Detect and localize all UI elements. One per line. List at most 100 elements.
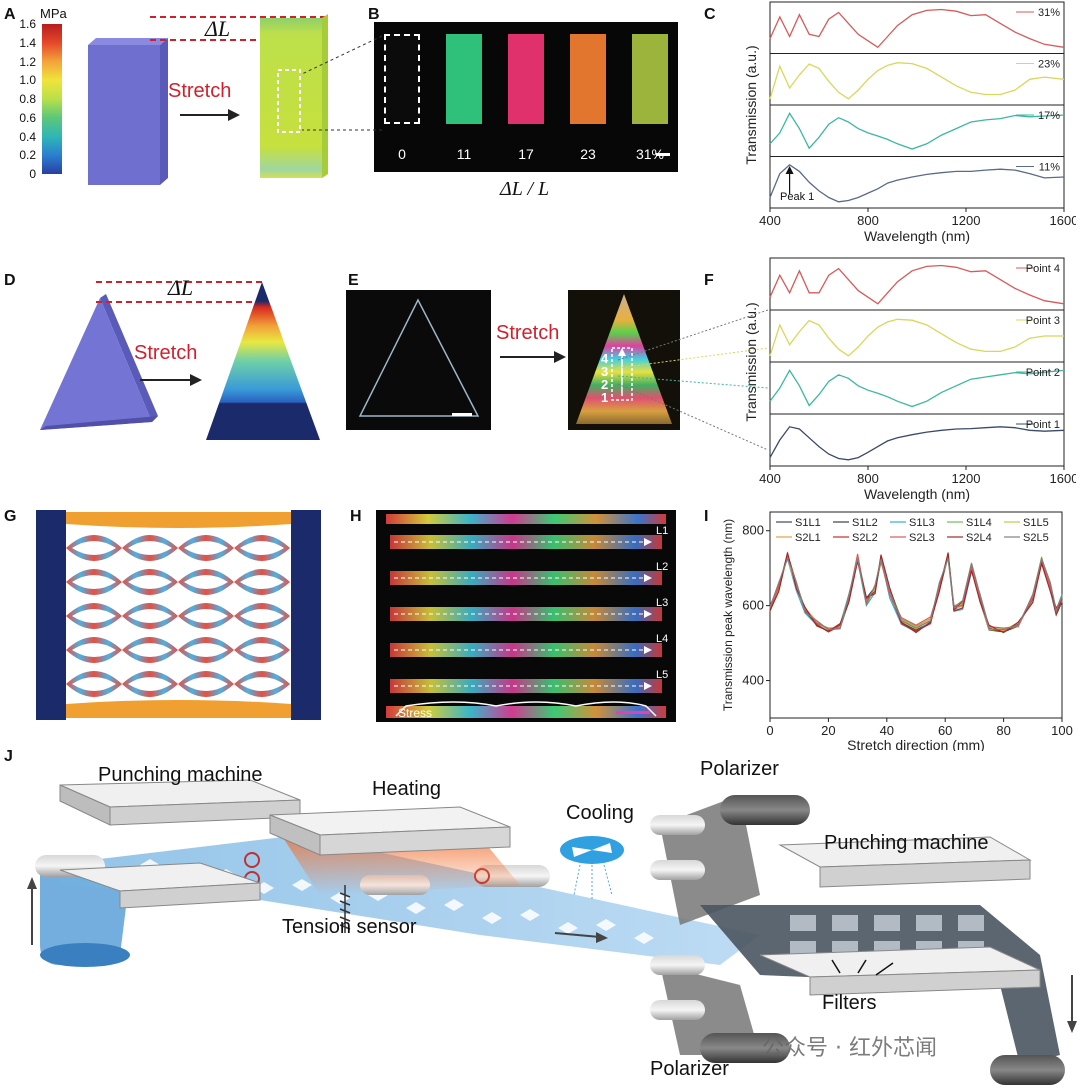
x-tick-label: 100 bbox=[1051, 723, 1073, 738]
stretch-arrowhead-d bbox=[190, 374, 202, 386]
lattice-hole bbox=[72, 677, 116, 691]
stress-curve bbox=[395, 701, 657, 717]
y-axis-label: Transmission (a.u.) bbox=[743, 45, 759, 164]
right-clamp bbox=[291, 510, 321, 720]
polarizer-bottom-roller-2 bbox=[650, 1000, 705, 1020]
series-line bbox=[769, 426, 1065, 461]
label-polarizer-top: Polarizer bbox=[700, 758, 779, 780]
legend-label: 31% bbox=[1038, 7, 1060, 19]
legend-label: Point 4 bbox=[1026, 263, 1060, 275]
filter-cutout bbox=[916, 915, 942, 931]
scan-line-label: L2 bbox=[656, 561, 669, 573]
web-cutout bbox=[558, 922, 578, 934]
filter-cutout bbox=[958, 915, 984, 931]
scan-line-label: L1 bbox=[656, 525, 669, 537]
legend-label: S1L4 bbox=[966, 517, 992, 529]
stretch-label-d: Stretch bbox=[134, 342, 198, 364]
x-tick-label: 20 bbox=[821, 723, 835, 738]
stress-label: Stress bbox=[398, 706, 433, 720]
scale-bar-b bbox=[656, 153, 670, 156]
triangle-block bbox=[40, 298, 152, 430]
y-tick-label: 600 bbox=[742, 598, 764, 613]
x-tick-label: 800 bbox=[857, 471, 879, 486]
legend-label: Point 3 bbox=[1026, 315, 1060, 327]
stretch-arrow-e bbox=[500, 351, 566, 363]
scan-arrowhead bbox=[644, 610, 652, 618]
series-line bbox=[769, 111, 1065, 150]
x-tick-label: 40 bbox=[880, 723, 894, 738]
lattice-hole bbox=[240, 609, 284, 623]
polarizer-top-roll bbox=[720, 795, 810, 825]
roll-to-roll-schematic bbox=[27, 779, 1077, 1085]
y-axis-label: Transmission (a.u.) bbox=[743, 302, 759, 421]
x-axis-label: Wavelength (nm) bbox=[864, 228, 970, 244]
unstretched-block-top bbox=[88, 38, 168, 45]
stress-colorbar bbox=[42, 24, 62, 174]
web-cutout bbox=[520, 909, 540, 921]
strain-label: 11 bbox=[456, 146, 472, 162]
series-line bbox=[769, 556, 1063, 631]
strain-label: 0 bbox=[398, 146, 406, 162]
y-tick-label: 800 bbox=[742, 523, 764, 538]
delta-l-label-d: ΔL bbox=[168, 275, 194, 300]
lattice-hole bbox=[128, 677, 172, 691]
series-line bbox=[769, 264, 1065, 305]
colorbar-tick: 1.2 bbox=[19, 54, 36, 69]
series-line bbox=[769, 369, 1065, 408]
delta-l-label-a: ΔL bbox=[205, 16, 231, 41]
legend-label: S2L1 bbox=[795, 532, 821, 544]
triangle-outline bbox=[358, 298, 480, 417]
x-tick-label: 1600 bbox=[1050, 213, 1076, 228]
unstretched-block-side bbox=[160, 38, 168, 185]
stretch-arrowhead bbox=[228, 109, 240, 121]
lattice-photo-overlay bbox=[386, 514, 666, 718]
series-line bbox=[769, 8, 1065, 49]
panel-label-h: H bbox=[350, 508, 362, 525]
legend-label: S2L3 bbox=[909, 532, 935, 544]
colorbar-tick: 0.8 bbox=[19, 92, 36, 106]
x-tick-label: 80 bbox=[996, 723, 1010, 738]
stretched-triangle bbox=[206, 282, 320, 440]
birefringence-band bbox=[390, 607, 662, 621]
x-tick-label: 1200 bbox=[952, 213, 981, 228]
web-cutout bbox=[634, 932, 654, 944]
lattice-hole bbox=[72, 575, 116, 589]
lattice-hole bbox=[128, 575, 172, 589]
web-cutout bbox=[292, 879, 312, 891]
bottom-beam bbox=[66, 700, 291, 718]
triangle-block-edge bbox=[40, 416, 158, 430]
scan-arrowhead bbox=[644, 646, 652, 654]
series-line bbox=[769, 62, 1065, 100]
polarizer-top-roller-2 bbox=[650, 860, 705, 880]
color-swatch bbox=[570, 34, 606, 124]
polarizer-bottom-film bbox=[660, 965, 760, 1055]
cooling-streams bbox=[573, 864, 613, 900]
tension-sensor bbox=[339, 885, 351, 933]
strain-label: 31% bbox=[635, 146, 665, 162]
point-label: 3 bbox=[601, 364, 609, 379]
lattice-hole bbox=[184, 575, 228, 589]
left-clamp bbox=[36, 510, 66, 720]
lattice-hole bbox=[184, 609, 228, 623]
label-tension-sensor: Tension sensor bbox=[282, 916, 417, 938]
color-swatch bbox=[632, 34, 668, 124]
lattice-hole bbox=[184, 541, 228, 555]
unstretched-block bbox=[88, 45, 160, 185]
panel-label-e: E bbox=[348, 272, 359, 289]
filter-cutout bbox=[874, 915, 900, 931]
x-tick-label: 400 bbox=[759, 213, 781, 228]
y-tick-label: 400 bbox=[742, 673, 764, 688]
scale-bar-h bbox=[616, 711, 650, 714]
legend-label: S1L3 bbox=[909, 517, 935, 529]
x-tick-label: 0 bbox=[766, 723, 773, 738]
panel-e-photo-left bbox=[346, 290, 491, 430]
point-label: 1 bbox=[601, 390, 609, 405]
lattice-hole bbox=[240, 643, 284, 657]
x-tick-label: 800 bbox=[857, 213, 879, 228]
lattice-hole bbox=[128, 541, 172, 555]
lattice-hole bbox=[128, 609, 172, 623]
x-tick-label: 1200 bbox=[952, 471, 981, 486]
zoom-connectors-b bbox=[301, 35, 383, 131]
